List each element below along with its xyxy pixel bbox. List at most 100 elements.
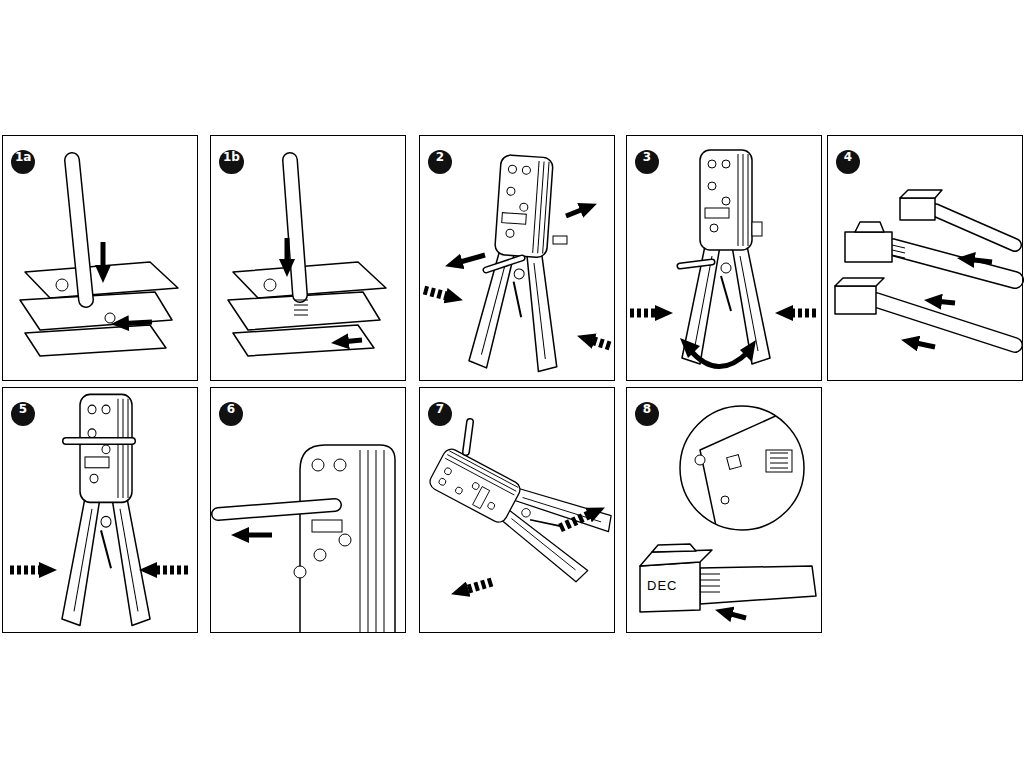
cable — [892, 247, 1015, 280]
striped-arrow-shaft — [424, 290, 450, 297]
screw — [334, 459, 346, 471]
callout-number: 1a — [11, 150, 35, 174]
left-handle — [62, 493, 100, 626]
screw — [56, 279, 68, 291]
step-panel: 3 — [626, 135, 822, 381]
wire — [700, 580, 720, 581]
screw — [507, 187, 516, 196]
blade-plate — [25, 325, 166, 356]
step-panel: 6 — [210, 387, 406, 633]
screw — [508, 165, 517, 174]
spring — [530, 512, 560, 533]
arrow-tip — [925, 300, 937, 301]
cable — [66, 439, 132, 444]
handle-grip — [523, 484, 601, 535]
arrow-tip — [452, 591, 463, 594]
wire — [700, 574, 720, 575]
striped-arrow-shaft — [630, 309, 660, 318]
cable-outline — [680, 262, 712, 266]
crimping-tool — [469, 153, 572, 373]
right-handle — [112, 493, 150, 626]
spring — [511, 282, 523, 318]
wire — [294, 305, 308, 306]
plate-edge — [748, 154, 749, 246]
arrow-tip — [902, 340, 914, 342]
arrow-shaft — [566, 208, 585, 216]
plate-edge — [118, 399, 119, 498]
drawing — [10, 150, 1015, 632]
callout-number: 2 — [428, 150, 452, 174]
screw — [520, 203, 529, 212]
rotate-arrow — [690, 350, 748, 367]
arrow-shaft — [914, 342, 935, 347]
wire — [892, 250, 905, 253]
tool-plate — [700, 405, 820, 545]
screw — [487, 501, 496, 510]
right-handle — [508, 469, 615, 547]
screw — [339, 534, 351, 546]
screw — [294, 566, 306, 578]
screw — [722, 197, 730, 205]
connector-marking: DEC — [647, 578, 677, 593]
striped-arrow-shaft — [152, 566, 188, 575]
handle-grip — [527, 263, 552, 359]
arrow-tip — [660, 313, 672, 314]
pivot — [721, 263, 731, 273]
handle-grip — [120, 509, 138, 612]
plate-edge — [449, 451, 518, 488]
plate-edge — [376, 450, 377, 632]
plug-top — [835, 278, 884, 286]
crimping-tool — [420, 433, 616, 584]
callout-number: 4 — [836, 150, 860, 174]
tool-head — [494, 154, 553, 257]
die-pin — [770, 458, 788, 459]
striped-arrow-shaft — [589, 340, 610, 346]
arrow-tip — [776, 313, 788, 314]
arrow-tip — [446, 263, 458, 266]
cable-outline — [66, 437, 132, 445]
arrow-tip — [450, 297, 462, 300]
screw — [708, 182, 716, 190]
arrow-tip — [44, 570, 56, 571]
hole — [721, 496, 729, 504]
tool-head — [80, 394, 132, 502]
striped-arrow-shaft — [788, 309, 816, 318]
handle-grip — [74, 509, 92, 612]
arrow-tip — [716, 610, 728, 613]
plate-edge — [384, 450, 385, 632]
pivot — [101, 516, 111, 527]
cable — [72, 160, 86, 300]
rotate-arrow-head — [680, 338, 700, 358]
plug-front — [640, 562, 700, 612]
screw — [722, 160, 730, 168]
arrow-tip — [103, 270, 104, 282]
arrow-shaft — [101, 242, 106, 270]
cable — [935, 210, 1015, 245]
die-pin — [770, 463, 788, 464]
handle-grip — [481, 260, 506, 356]
zoom-circle — [680, 406, 804, 530]
plate-edge — [738, 154, 739, 246]
step-panel: 2 — [419, 135, 615, 381]
step-panel: 8 — [626, 387, 822, 633]
callout-number: 3 — [635, 150, 659, 174]
arrow-shaft — [937, 301, 955, 303]
arrow-tip — [232, 535, 244, 536]
cable — [486, 258, 522, 270]
wire — [892, 245, 905, 248]
arrow-tip — [332, 342, 344, 343]
plate-edge — [543, 162, 549, 254]
plate-edge — [447, 455, 516, 492]
wire — [700, 592, 720, 593]
wire — [294, 310, 308, 311]
cable-outline — [486, 258, 522, 270]
handle-grip — [740, 256, 758, 351]
arrow-shaft — [970, 259, 992, 262]
plug-latch — [652, 544, 696, 552]
screw — [102, 445, 110, 454]
cable-piece — [752, 222, 762, 236]
cable-outline — [876, 300, 1015, 345]
pivot — [514, 269, 525, 280]
arrow-shaft — [344, 340, 362, 342]
